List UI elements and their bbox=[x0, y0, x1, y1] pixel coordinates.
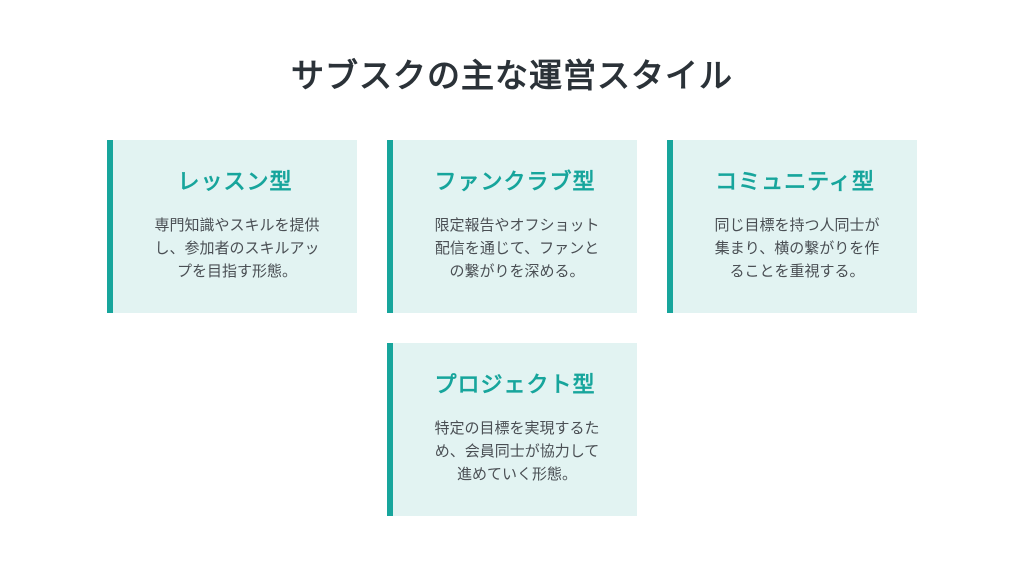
card-lesson: レッスン型 専門知識やスキルを提供し、参加者のスキルアップを目指す形態。 bbox=[107, 140, 357, 313]
card-fanclub: ファンクラブ型 限定報告やオフショット配信を通じて、ファンとの繋がりを深める。 bbox=[387, 140, 637, 313]
card-community: コミュニティ型 同じ目標を持つ人同士が集まり、横の繋がりを作ることを重視する。 bbox=[667, 140, 917, 313]
card-description: 限定報告やオフショット配信を通じて、ファンとの繋がりを深める。 bbox=[434, 216, 600, 280]
card-description: 特定の目標を実現するため、会員同士が協力して進めていく形態。 bbox=[434, 419, 600, 483]
card-project: プロジェクト型 特定の目標を実現するため、会員同士が協力して進めていく形態。 bbox=[387, 343, 637, 516]
card-description: 専門知識やスキルを提供し、参加者のスキルアップを目指す形態。 bbox=[154, 216, 320, 280]
card-description: 同じ目標を持つ人同士が集まり、横の繋がりを作ることを重視する。 bbox=[714, 216, 880, 280]
card-title: コミュニティ型 bbox=[715, 170, 875, 195]
card-title: レッスン型 bbox=[177, 170, 293, 195]
card-title: ファンクラブ型 bbox=[434, 170, 596, 195]
page-title: サブスクの主な運営スタイル bbox=[291, 56, 733, 95]
card-title: プロジェクト型 bbox=[434, 373, 596, 398]
